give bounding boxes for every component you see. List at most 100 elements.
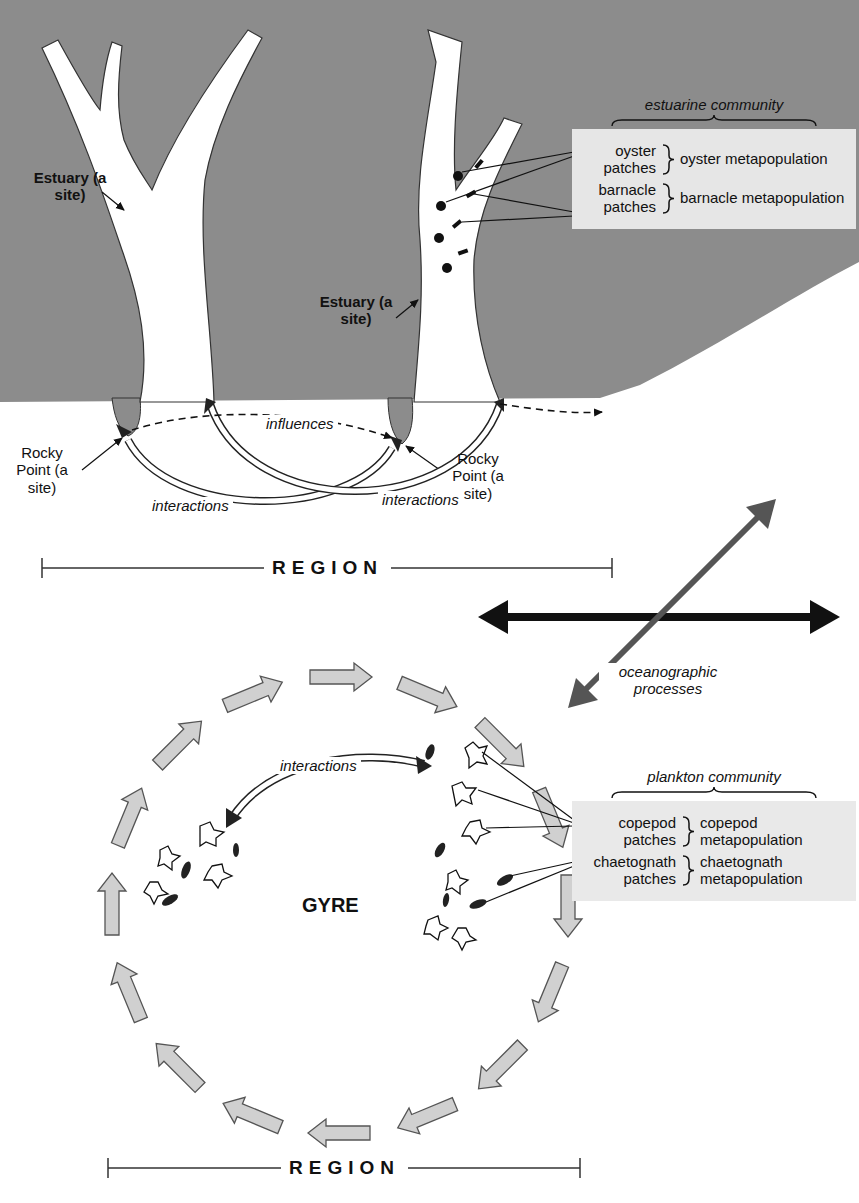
gyre-label: GYRE [302, 894, 359, 917]
copepod-patch [424, 916, 448, 940]
gyre-arrow-ring [105, 783, 155, 851]
oyster-patch [436, 201, 446, 211]
oceanographic-arrow [810, 600, 840, 634]
brace [663, 145, 674, 174]
oceanographic-arrow [568, 678, 598, 708]
oyster-patch [453, 171, 463, 181]
interaction-arc [116, 424, 132, 438]
region-bar [108, 1158, 580, 1178]
leader-line [510, 862, 574, 876]
brace [683, 817, 694, 846]
copepod-patch [446, 870, 468, 894]
metapopulation-name: oyster metapopulation [680, 151, 848, 168]
estuary-shape [42, 30, 262, 402]
leader-arrow [406, 446, 440, 470]
interaction-arc [226, 808, 242, 828]
chaetognath-patch [468, 897, 488, 911]
leader-line [446, 156, 574, 202]
brace [660, 182, 676, 215]
copepod-patch [465, 742, 487, 768]
gyre-arrow-ring [469, 1035, 533, 1099]
metapopulation-name: chaetognath metapopulation [700, 854, 848, 887]
influence-line [132, 414, 392, 438]
patch-row: barnacle patches barnacle metapopulation [580, 182, 848, 215]
estuary-shape [414, 30, 522, 402]
interaction-arc [116, 398, 504, 501]
gyre-arrow-ring [220, 669, 288, 719]
leader-line [446, 152, 574, 222]
scale-label: REGION [264, 557, 391, 579]
oyster-patch [434, 171, 463, 273]
gyre-arrow-ring [308, 1119, 370, 1147]
brace [680, 854, 696, 887]
oceanographic-arrow [478, 499, 840, 708]
chaetognath-patch [433, 841, 448, 859]
chaetognath-patch [495, 872, 515, 888]
community-heading: estuarine community [572, 96, 856, 129]
copepod-patch [200, 822, 224, 846]
oyster-patch [442, 263, 452, 273]
community-box: estuarine community oyster patchesoyster … [572, 96, 856, 229]
chaetognath-patch [233, 843, 239, 857]
leader-line [462, 216, 574, 222]
leader-line [474, 194, 574, 212]
patch-row: chaetognath patcheschaetognath metapopul… [580, 854, 848, 887]
region-bar [579, 1158, 581, 1178]
region-bar [42, 558, 612, 578]
patch-name: barnacle patches [580, 182, 656, 215]
copepod-patch [452, 782, 476, 806]
gyre-arrow-ring [392, 1091, 460, 1141]
copepod-patch [462, 820, 490, 844]
arrow-label: interactions [148, 497, 233, 514]
gyre-arrow-ring [104, 957, 154, 1025]
region-bar [611, 558, 613, 578]
patch-name: copepod patches [580, 815, 676, 848]
influence-line [132, 404, 602, 438]
copepod-patch [204, 864, 232, 888]
leader-line [482, 752, 574, 820]
chaetognath-patch [160, 892, 180, 908]
community-panel: copepod patchescopepod metapopulationcha… [572, 801, 856, 901]
metapopulation-name: barnacle metapopulation [680, 190, 848, 207]
region-bar [41, 558, 43, 578]
arrow-label: interactions [276, 757, 361, 774]
leader-line [486, 826, 574, 828]
interaction-arc [390, 436, 402, 452]
leader-line [478, 790, 574, 823]
heading-brace [572, 114, 856, 128]
region-bar [107, 1158, 109, 1178]
leader-arrow [82, 192, 440, 470]
community-box: plankton communitycopepod patchescopepod… [572, 768, 856, 901]
influence-line [500, 404, 602, 413]
oyster-patch [434, 233, 444, 243]
oceanographic-arrow [478, 600, 508, 634]
heading-brace [612, 115, 816, 126]
interaction-arc [232, 758, 424, 818]
site-label: Estuary (a site) [30, 169, 110, 204]
gyre-arrow-ring [394, 670, 462, 720]
copepod-patch [144, 742, 490, 950]
arrow-label: influences [262, 415, 338, 432]
patch-row: oyster patchesoyster metapopulation [580, 143, 848, 176]
community-heading: plankton community [572, 768, 856, 801]
barnacle-patch [452, 219, 462, 228]
leader-line [478, 752, 574, 902]
interaction-arc [204, 398, 216, 414]
brace [663, 184, 674, 213]
gyre-arrow-ring [98, 663, 582, 1147]
heading-brace [612, 787, 816, 798]
oceanographic-arrow [746, 499, 776, 529]
leader-line [486, 866, 574, 902]
chaetognath-patch [160, 743, 515, 911]
gyre-arrow-ring [310, 663, 372, 691]
gyre-arrow-ring [146, 1034, 210, 1098]
land-mass [0, 0, 859, 402]
leader-arrow [396, 300, 418, 318]
leader-arrow [82, 438, 122, 470]
site-label: Estuary (a site) [316, 293, 396, 328]
interaction-arc [232, 758, 424, 818]
barnacle-patch [458, 248, 469, 255]
leader-arrow [102, 192, 124, 210]
brace [680, 815, 696, 848]
chaetognath-patch [179, 860, 193, 880]
